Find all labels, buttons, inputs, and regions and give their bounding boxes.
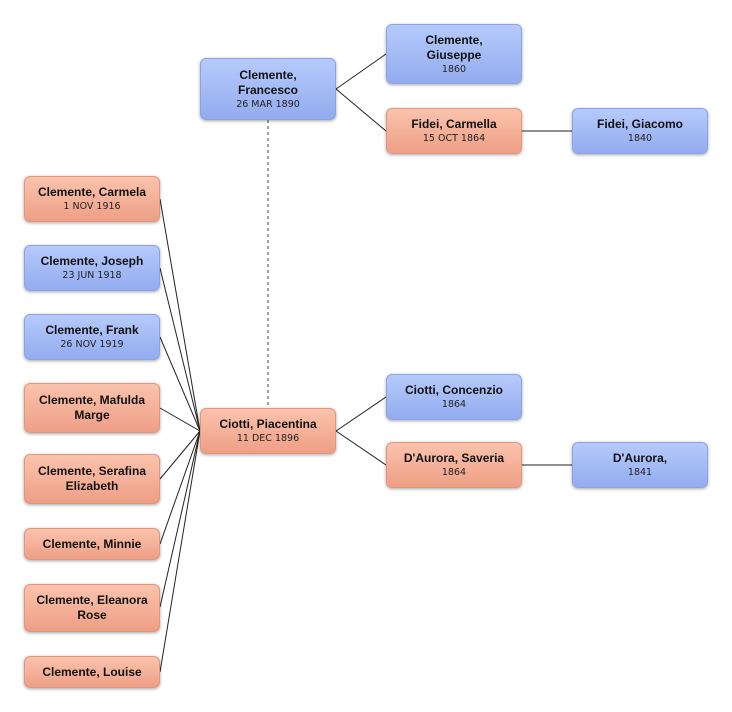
person-node-giacomo[interactable]: Fidei, Giacomo 1840	[572, 108, 708, 154]
child-node-6[interactable]: Clemente, Minnie	[24, 528, 160, 560]
person-date: 1860	[441, 63, 467, 75]
person-name: Clemente, Eleanora Rose	[36, 593, 148, 622]
edge-child-5	[159, 430, 201, 480]
child-node-2[interactable]: Clemente, Joseph 23 JUN 1918	[24, 245, 160, 291]
person-node-piacentina[interactable]: Ciotti, Piacentina 11 DEC 1896	[200, 408, 336, 454]
edge-francesco-giuseppe	[335, 53, 387, 90]
person-name: D'Aurora,	[612, 451, 668, 465]
person-name: Clemente, Carmela	[37, 185, 147, 199]
child-node-4[interactable]: Clemente, Mafulda Marge	[24, 383, 160, 433]
person-name: D'Aurora, Saveria	[403, 451, 505, 465]
person-node-daurora[interactable]: D'Aurora, 1841	[572, 442, 708, 488]
person-date: 1864	[441, 399, 467, 410]
person-name: Clemente, Frank	[45, 323, 139, 337]
child-node-1[interactable]: Clemente, Carmela 1 NOV 1916	[24, 176, 160, 222]
person-date: 1864	[441, 467, 467, 478]
person-name: Clemente, Giuseppe	[425, 32, 483, 62]
child-node-8[interactable]: Clemente, Louise	[24, 656, 160, 688]
person-name: Clemente, Louise	[42, 664, 142, 679]
edge-child-6	[159, 430, 201, 545]
child-node-7[interactable]: Clemente, Eleanora Rose	[24, 584, 160, 632]
edge-child-1	[159, 198, 201, 432]
person-date: 11 DEC 1896	[236, 433, 300, 444]
person-name: Ciotti, Concenzio	[405, 383, 503, 397]
edge-child-8	[159, 430, 201, 673]
person-name: Clemente, Minnie	[42, 536, 142, 551]
person-name: Clemente, Mafulda Marge	[38, 393, 146, 422]
person-name: Clemente, Francesco	[237, 67, 299, 97]
edge-child-3	[159, 336, 201, 432]
person-node-francesco[interactable]: Clemente, Francesco 26 MAR 1890	[200, 58, 336, 120]
person-date: 23 JUN 1918	[62, 270, 122, 281]
child-node-5[interactable]: Clemente, Serafina Elizabeth	[24, 454, 160, 504]
person-name: Fidei, Carmella	[411, 117, 497, 131]
person-node-giuseppe[interactable]: Clemente, Giuseppe 1860	[386, 24, 522, 84]
person-date: 1840	[627, 133, 653, 144]
edge-francesco-carmella	[335, 88, 387, 132]
person-name: Ciotti, Piacentina	[219, 417, 317, 431]
person-date: 26 MAR 1890	[236, 98, 300, 110]
edge-child-2	[159, 267, 201, 432]
person-name: Clemente, Serafina Elizabeth	[37, 464, 147, 493]
edge-child-7	[159, 430, 201, 608]
person-date: 15 OCT 1864	[422, 133, 486, 144]
person-node-carmella[interactable]: Fidei, Carmella 15 OCT 1864	[386, 108, 522, 154]
child-node-3[interactable]: Clemente, Frank 26 NOV 1919	[24, 314, 160, 360]
person-date: 1 NOV 1916	[63, 201, 121, 212]
person-date: 26 NOV 1919	[60, 339, 124, 350]
person-node-concenzio[interactable]: Ciotti, Concenzio 1864	[386, 374, 522, 420]
person-date: 1841	[627, 467, 653, 478]
edge-piacentina-concenzio	[335, 396, 387, 432]
person-name: Clemente, Joseph	[40, 254, 144, 268]
person-name: Fidei, Giacomo	[596, 117, 683, 131]
edge-piacentina-saveria	[335, 430, 387, 466]
person-node-saveria[interactable]: D'Aurora, Saveria 1864	[386, 442, 522, 488]
edge-child-4	[159, 407, 201, 432]
